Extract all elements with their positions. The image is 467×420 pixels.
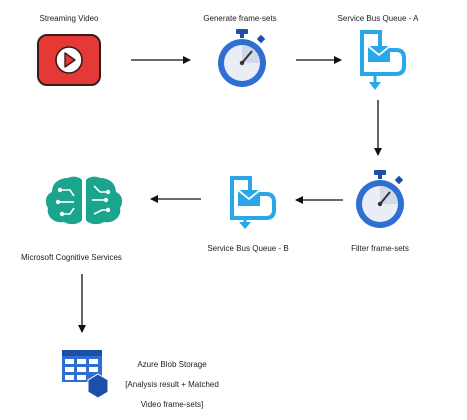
blob-storage-icon <box>62 350 109 399</box>
blob-storage-label: Azure Blob Storage [Analysis result + Ma… <box>114 350 230 420</box>
service-bus-queue-icon <box>360 30 406 90</box>
stopwatch-icon <box>356 170 404 228</box>
cognitive-services-label: Microsoft Cognitive Services <box>21 253 122 262</box>
service-bus-queue-b-label: Service Bus Queue - B <box>207 244 289 253</box>
blob-storage-label-line1: Azure Blob Storage <box>137 360 207 369</box>
video-play-icon <box>37 34 101 86</box>
filter-frame-sets-label: Filter frame-sets <box>351 244 409 253</box>
generate-frame-sets-label: Generate frame-sets <box>203 14 277 23</box>
stopwatch-icon <box>218 29 266 87</box>
service-bus-queue-a-label: Service Bus Queue - A <box>337 14 419 23</box>
blob-storage-label-line2: [Analysis result + Matched <box>125 380 219 389</box>
service-bus-queue-icon <box>230 176 276 229</box>
blob-storage-label-line3: Video frame-sets] <box>140 400 204 409</box>
flow-arrows <box>78 56 382 333</box>
streaming-video-label: Streaming Video <box>39 14 99 23</box>
brain-circuit-icon <box>45 176 123 225</box>
